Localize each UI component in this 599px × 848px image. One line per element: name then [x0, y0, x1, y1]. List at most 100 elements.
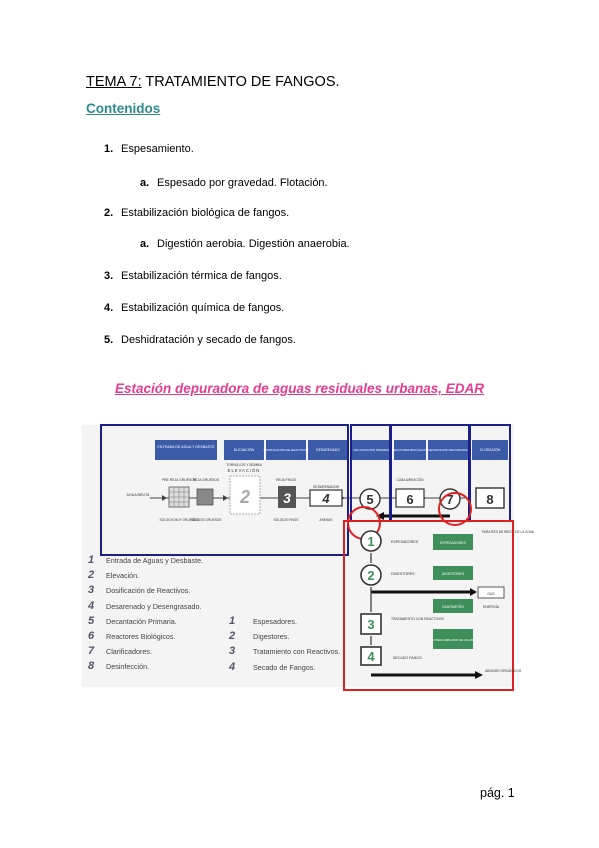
label-solidos-muy-gruesos: SÓLIDOS MUY GRUESOS — [160, 517, 199, 522]
contents-heading: Contenidos — [86, 101, 161, 116]
label-para-red: PARA RED DE RIEGO DE LA ZONA — [482, 530, 535, 534]
contents-item-4: 4.Estabilización química de fangos. — [104, 302, 285, 314]
stage-header-3 — [266, 440, 306, 460]
stage-header-6-text: REACTORES BIOLÓGICOS — [392, 447, 428, 452]
abonos-label: ABONOS ORGÁNICOS — [485, 669, 522, 673]
stage-header-7 — [428, 440, 468, 460]
stage-header-4 — [308, 440, 348, 460]
contents-item-5: 5.Deshidratación y secado de fangos. — [104, 334, 296, 346]
label-tornillos: TORNILLOS Y BOMBA — [226, 463, 262, 467]
sludge-step-3-label: TRATAMIENTO CON REACTIVOS — [391, 617, 444, 621]
contents-item-1: 1.Espesamiento. — [104, 143, 194, 155]
contents-subitem-1a: a.Espesado por gravedad. Flotación. — [140, 177, 328, 189]
return-arrow — [376, 512, 384, 520]
reja-finos-block — [278, 486, 296, 508]
document-title: TEMA 7: TRATAMIENTO DE FANGOS. — [86, 74, 340, 90]
tema-title: TRATAMIENTO DE FANGOS. — [141, 74, 340, 90]
gas-box — [477, 586, 505, 599]
cloracion-box — [475, 487, 505, 509]
stage-header-1-text: ENTRADA DE AGUA Y DESBASTE — [157, 445, 215, 449]
sludge-step-2-box-text: DIGESTORES — [442, 572, 465, 576]
sludge-step-1-box-text: ESPESADORES — [440, 541, 466, 545]
contents-item-2: 2.Estabilización biológica de fangos. — [104, 207, 290, 219]
sludge-step-3-number: 3 — [367, 617, 374, 632]
pre-reja-grid-lines — [169, 487, 189, 507]
figure-title: Estación depuradora de aguas residuales … — [114, 381, 485, 396]
label-desarenador: DESARENADOR — [313, 485, 340, 489]
clarificador-number: 7 — [446, 492, 453, 507]
stage-header-2 — [224, 440, 264, 460]
sludge-step-2-label: DIGESTORES — [391, 572, 415, 576]
desarenador-box — [309, 489, 343, 507]
intercambiador-label: INTERCAMBIADOR DE CALOR — [433, 638, 473, 642]
sludge-step-1-number: 1 — [367, 534, 374, 549]
stage-header-5 — [352, 440, 392, 460]
stage-header-1 — [155, 440, 217, 460]
sludge-step-2-circle — [360, 564, 382, 586]
label-elevacion: ELEVACIÓN — [228, 468, 261, 473]
gas-arrow — [470, 588, 477, 596]
sludge-step-1-box — [433, 534, 473, 550]
reja-gruesos-block — [196, 488, 214, 506]
stage-header-5-text: DECANTACIÓN PRIMARIA — [354, 447, 391, 452]
label-arenas: ARENAS — [319, 518, 332, 522]
stage-header-2-text: ELEVACIÓN — [234, 447, 255, 452]
stage-header-6 — [394, 440, 426, 460]
stage-header-7-text: DECANTACIÓN SECUNDARIA — [428, 447, 467, 452]
sludge-step-2-number: 2 — [367, 568, 374, 583]
cloracion-number: 8 — [486, 492, 493, 507]
label-reja-finos: REJA FINOS — [276, 478, 297, 482]
reja-finos-number: 3 — [283, 490, 291, 506]
desarenador-number: 4 — [321, 491, 330, 506]
gasometro-label: GASÓMETRO — [442, 604, 464, 609]
flow-arrow-1 — [162, 495, 167, 501]
label-cuba: CUBA AIREACIÓN — [397, 477, 425, 482]
reactor-box — [395, 488, 425, 508]
energia-label: ENERGÍA — [483, 605, 500, 609]
tema-label: TEMA 7: — [86, 74, 142, 90]
reactor-number: 6 — [406, 492, 413, 507]
stage-header-3-text: DOSIFICACIÓN DE REACTIVOS — [264, 447, 309, 452]
elevacion-number: 2 — [239, 487, 250, 507]
gas-label: GAS — [487, 592, 495, 596]
stage-header-8 — [472, 440, 508, 460]
page-number: pág. 1 — [480, 786, 515, 800]
decantacion-number: 5 — [366, 492, 373, 507]
sludge-line-frame — [343, 520, 514, 691]
label-agua-bruta: AGUA BRUTA — [127, 493, 151, 497]
label-reja-gruesos: REJA GRUESOS — [193, 478, 220, 482]
sludge-step-3-box — [360, 613, 382, 635]
highlight-circle-right — [438, 492, 472, 526]
flow-arrow-2 — [223, 495, 228, 501]
abonos-arrow — [475, 671, 483, 679]
sludge-step-4-number: 4 — [367, 649, 375, 664]
gasometro-box — [433, 599, 473, 613]
stage-header-8-text: CLORACIÓN — [480, 447, 501, 452]
sludge-step-4-label: SECADO FANGO — [393, 656, 422, 660]
sludge-step-1-label: ESPESADORES — [391, 540, 419, 544]
water-line-frame — [100, 424, 349, 556]
intercambiador-box — [433, 629, 473, 649]
contents-subitem-2a: a.Digestión aerobia. Digestión anaerobia… — [140, 238, 350, 250]
label-solidos-finos: SÓLIDOS FINOS — [274, 517, 299, 522]
label-pre-reja: PRE REJA GRUESOS — [162, 478, 197, 482]
sludge-step-4-box — [360, 646, 382, 666]
sludge-step-2-box — [433, 566, 473, 580]
label-solidos-gruesos: SÓLIDOS GRUESOS — [191, 517, 222, 522]
sludge-step-1-circle — [360, 530, 382, 552]
elevacion-box — [229, 475, 261, 515]
